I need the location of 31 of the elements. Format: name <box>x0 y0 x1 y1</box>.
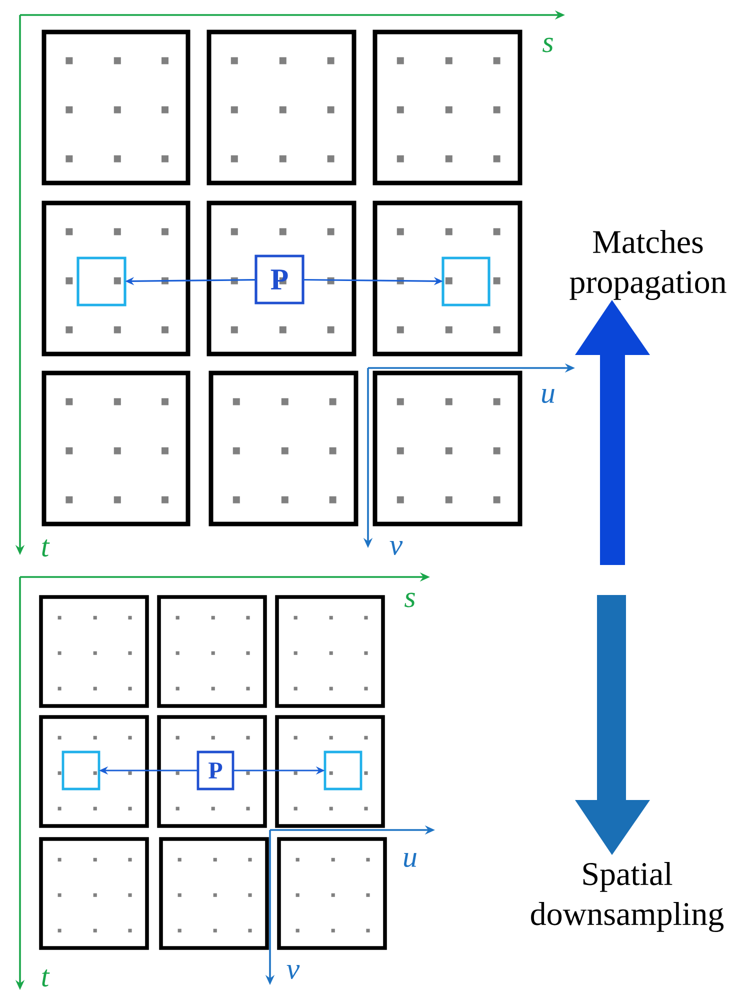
matched-window <box>442 256 490 306</box>
matched-window <box>62 750 100 790</box>
image-square <box>159 837 269 950</box>
image-square <box>206 30 356 186</box>
image-square <box>42 30 190 186</box>
axis-label: t <box>42 539 50 557</box>
image-square <box>277 837 387 950</box>
matched-window <box>324 750 362 790</box>
image-square <box>42 370 190 526</box>
patch-box: P <box>254 254 304 304</box>
image-square <box>39 595 149 708</box>
image-square <box>39 715 149 828</box>
patch-box: P <box>196 750 234 790</box>
image-square <box>157 715 267 828</box>
image-square <box>157 595 267 708</box>
image-square <box>206 200 356 356</box>
image-square <box>275 595 385 708</box>
image-square <box>39 837 149 950</box>
arrow-caption: Matches propagation <box>570 230 726 300</box>
arrow-caption: Spatial downsampling <box>531 862 724 932</box>
image-square <box>42 200 190 356</box>
image-square <box>372 200 522 356</box>
image-square <box>208 370 358 526</box>
axis-label: v <box>286 964 300 980</box>
matched-window <box>76 256 126 306</box>
image-square <box>372 370 522 526</box>
image-square <box>372 30 522 186</box>
axis-label: v <box>390 540 403 556</box>
image-square <box>275 715 385 828</box>
axis-label: u <box>404 852 416 868</box>
axis-label: s <box>404 592 415 608</box>
